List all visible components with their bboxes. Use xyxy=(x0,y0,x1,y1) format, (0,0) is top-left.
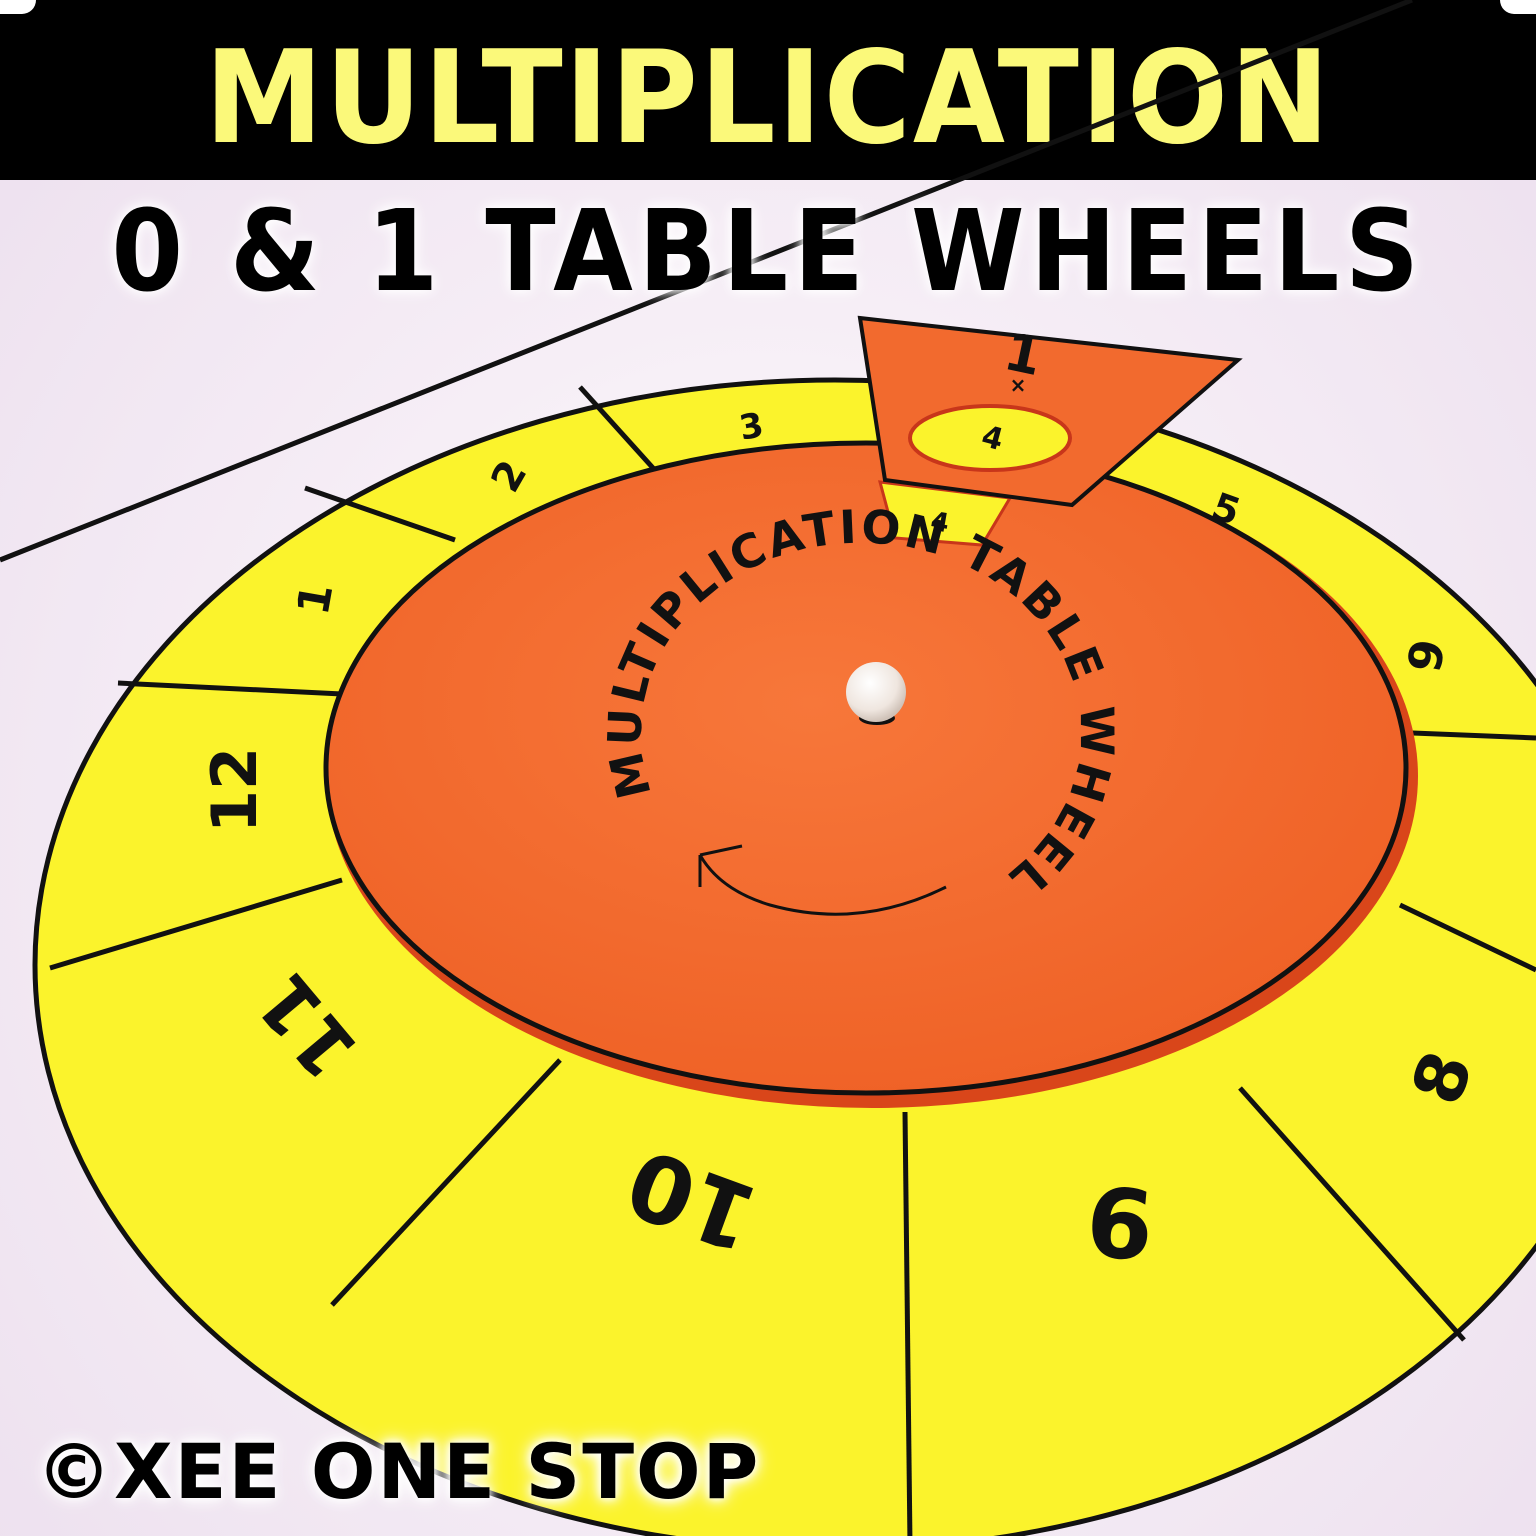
banner-corner xyxy=(0,0,36,14)
pointer-flag[interactable]: 1 × 4 xyxy=(857,315,1243,508)
disk-window-value: 4 xyxy=(928,507,951,540)
segment-label-12: 12 xyxy=(198,747,271,833)
page-subtitle: 0 & 1 TABLE WHEELS xyxy=(111,187,1425,317)
copyright-watermark: ©XEE ONE STOP xyxy=(36,1427,761,1516)
counter-clockwise-arrow-icon xyxy=(698,844,947,916)
segment-label-9: 9 xyxy=(1082,1162,1158,1279)
pearl-pin-icon xyxy=(846,662,906,722)
title-banner: MULTIPLICATION xyxy=(0,0,1536,180)
center-pin[interactable] xyxy=(846,662,906,725)
page-title: MULTIPLICATION xyxy=(204,24,1332,173)
inner-disk xyxy=(323,440,1409,1096)
pointer-operator: × xyxy=(1010,373,1027,397)
banner-corner xyxy=(1500,0,1536,14)
pointer-window xyxy=(908,404,1072,472)
